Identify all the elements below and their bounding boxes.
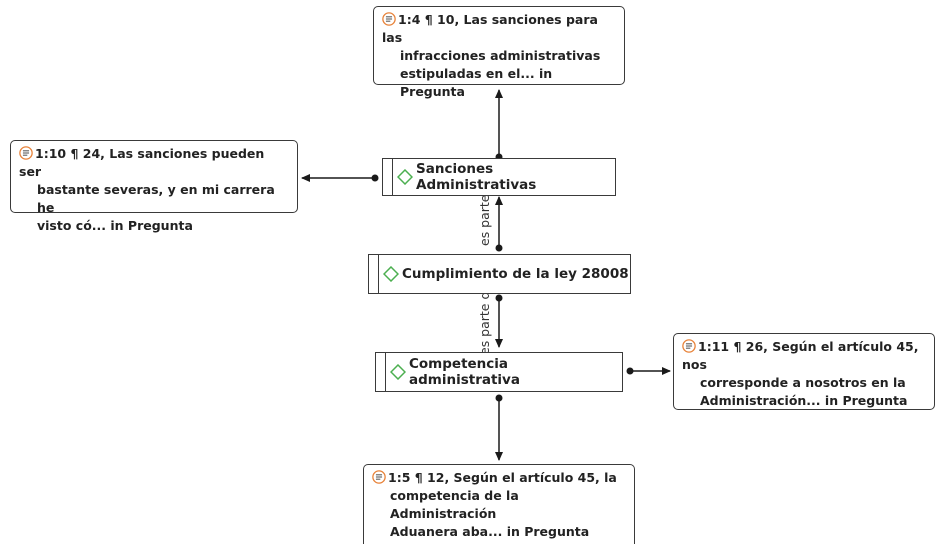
quote-line-3: estipuladas en el... in Pregunta xyxy=(400,66,553,99)
code-diamond-icon xyxy=(383,266,399,282)
quote-line-3: Aduanera aba... in Pregunta xyxy=(390,524,590,539)
quote-document-icon xyxy=(682,339,696,353)
link-origin-dot xyxy=(371,174,379,182)
code-label: Cumplimiento de la ley 28008 xyxy=(402,266,629,282)
quote-line-1: 1:4 ¶ 10, Las sanciones para las xyxy=(382,11,616,47)
quote-line-1: 1:11 ¶ 26, Según el artículo 45, nos xyxy=(682,338,926,374)
quote-node-1-11[interactable]: 1:11 ¶ 26, Según el artículo 45, nos cor… xyxy=(673,333,935,410)
quote-text: 1:11 ¶ 26, Según el artículo 45, nos xyxy=(682,339,919,372)
link-sanciones-to-quote-1-10 xyxy=(301,174,379,182)
relation-label-lower: es parte de xyxy=(477,283,492,355)
link-competencia-to-quote-1-5 xyxy=(495,394,503,461)
code-node-cumplimiento-ley[interactable]: Cumplimiento de la ley 28008 xyxy=(368,254,631,294)
quote-text: 1:10 ¶ 24, Las sanciones pueden ser xyxy=(19,146,265,179)
link-cumplimiento-to-sanciones xyxy=(495,196,503,252)
quote-line-2: competencia de la Administración xyxy=(390,488,519,521)
quote-text: 1:5 ¶ 12, Según el artículo 45, la xyxy=(388,470,617,485)
code-diamond-icon xyxy=(390,364,406,380)
quote-line-2: bastante severas, y en mi carrera he xyxy=(37,182,275,215)
code-node-sanciones-administrativas[interactable]: Sanciones Administrativas xyxy=(382,158,616,196)
code-node-competencia-administrativa[interactable]: Competencia administrativa xyxy=(375,352,623,392)
link-origin-dot xyxy=(626,367,634,375)
quote-node-1-5[interactable]: 1:5 ¶ 12, Según el artículo 45, la compe… xyxy=(363,464,635,544)
code-label: Sanciones Administrativas xyxy=(416,161,537,193)
quote-node-1-10[interactable]: 1:10 ¶ 24, Las sanciones pueden ser bast… xyxy=(10,140,298,233)
quote-document-icon xyxy=(19,146,33,160)
quote-document-icon xyxy=(382,12,396,26)
code-label: Competencia administrativa xyxy=(409,356,520,388)
quote-text: 1:4 ¶ 10, Las sanciones para las xyxy=(382,12,598,45)
quote-document-icon xyxy=(372,470,386,484)
code-node-side-bar xyxy=(376,353,386,391)
quote-line-1: 1:5 ¶ 12, Según el artículo 45, la xyxy=(372,469,626,487)
code-node-side-bar xyxy=(383,159,393,195)
quote-line-2: infracciones administrativas xyxy=(400,48,601,63)
quote-node-1-4[interactable]: 1:4 ¶ 10, Las sanciones para las infracc… xyxy=(373,6,625,99)
quote-line-2: corresponde a nosotros en la xyxy=(700,375,906,390)
link-origin-dot xyxy=(495,244,503,252)
quote-line-1: 1:10 ¶ 24, Las sanciones pueden ser xyxy=(19,145,289,181)
link-cumplimiento-to-competencia xyxy=(495,294,503,348)
link-origin-dot xyxy=(495,294,503,302)
quote-line-3: visto có... in Pregunta xyxy=(37,218,193,233)
code-node-side-bar xyxy=(369,255,379,293)
link-origin-dot xyxy=(495,394,503,402)
code-diamond-icon xyxy=(397,169,413,185)
quote-line-3: Administración... in Pregunta xyxy=(700,393,908,408)
link-competencia-to-quote-1-11 xyxy=(626,367,671,375)
